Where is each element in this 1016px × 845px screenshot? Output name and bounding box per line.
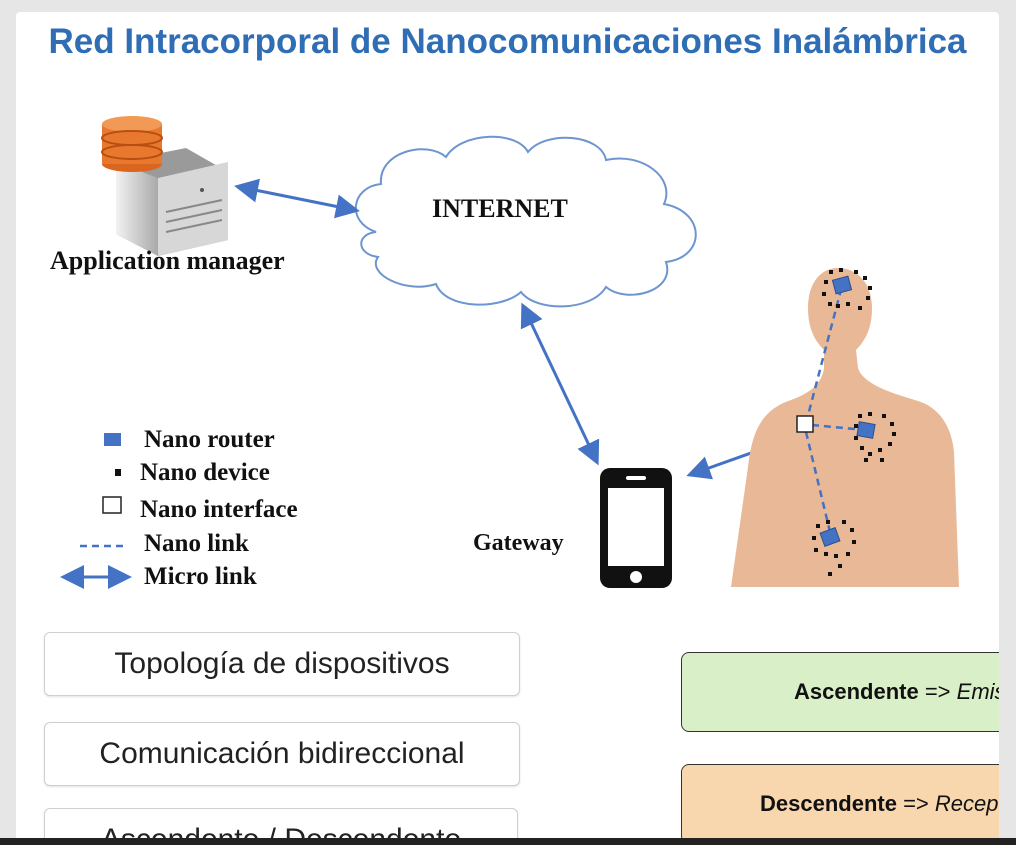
slide-title: Red Intracorporal de Nanocomunicaciones … [48,22,967,61]
nano-router-head [831,275,853,295]
nano-link-chest [811,423,867,432]
phone-icon [600,468,672,588]
ascendente-desc: Emis [956,679,999,704]
app-manager-label: Application manager [50,246,285,275]
ascendente-box: Ascendente => Emis [681,652,999,732]
ascendente-term: Ascendente [794,679,919,704]
legend-nano-device-icon [115,469,121,476]
nano-link-abdomen [804,431,833,537]
nano-interface [796,415,814,433]
comunicacion-button[interactable]: Comunicación bidireccional [44,722,520,786]
descendente-term: Descendente [760,791,897,816]
legend-nano-link-label: Nano link [144,530,249,557]
comunicacion-button-label: Comunicación bidireccional [99,737,465,770]
human-body-silhouette [731,268,959,587]
network-diagram [60,116,959,589]
slide: Red Intracorporal de Nanocomunicaciones … [16,12,999,845]
micro-link-cloud-gateway [520,302,600,466]
nano-device-cluster-abdomen [812,520,856,576]
gateway-label: Gateway [473,530,564,556]
descendente-arrow: => [896,791,935,816]
topologia-button[interactable]: Topología de dispositivos [44,632,520,696]
nano-router-abdomen [819,527,841,547]
topologia-button-label: Topología de dispositivos [114,647,450,680]
bottom-bar [0,838,1016,845]
internet-label: INTERNET [432,194,568,223]
internet-cloud [355,135,697,308]
legend-nano-interface-label: Nano interface [140,496,298,523]
ascendente-arrow: => [918,679,957,704]
nano-router-chest [856,421,876,439]
micro-link-server-cloud [234,178,360,219]
nano-device-cluster-head [822,268,872,310]
descendente-box: Descendente => Recep [681,764,999,844]
nano-device-cluster-chest [854,412,896,462]
descendente-desc: Recep [934,791,999,816]
legend-micro-link-label: Micro link [144,563,257,590]
legend-nano-interface-icon [102,496,122,514]
legend-nano-router-label: Nano router [144,426,275,453]
legend-nano-router-icon [104,433,121,446]
server-icon [101,116,228,256]
legend-nano-device-label: Nano device [140,459,270,486]
